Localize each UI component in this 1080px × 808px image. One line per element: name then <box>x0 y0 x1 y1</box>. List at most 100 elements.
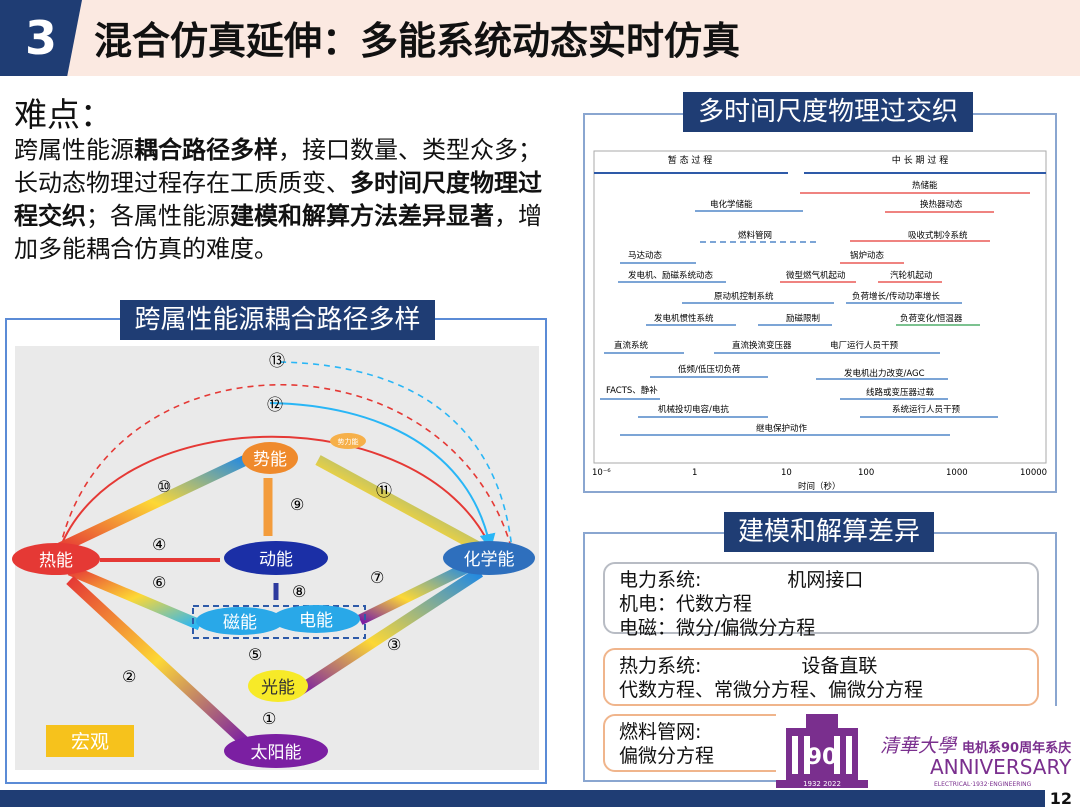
num-4: ④ <box>152 535 166 554</box>
electric-node <box>272 605 360 633</box>
num-12: ⑫ <box>267 395 283 414</box>
page-number: 12 <box>1049 789 1072 808</box>
num-1: ① <box>262 709 276 728</box>
num-7: ⑦ <box>370 568 384 587</box>
svg-text:ELECTRICAL·1932·ENGINEERING: ELECTRICAL·1932·ENGINEERING <box>934 781 1032 788</box>
band-longterm: 中 长 期 过 程 <box>892 154 948 166</box>
time-axis: 10⁻⁶ 1 10 100 1000 10000 时间（秒） <box>592 468 1047 490</box>
svg-text:90: 90 <box>807 745 838 770</box>
timescale-chart: 暂 态 过 程 中 长 期 过 程 热储能 电化学储能 换热器动态 燃料管网 吸… <box>592 150 1047 490</box>
svg-text:发电机、励磁系统动态: 发电机、励磁系统动态 <box>628 270 714 281</box>
svg-text:发电机惯性系统: 发电机惯性系统 <box>654 313 714 324</box>
num-6: ⑥ <box>152 573 166 592</box>
num-13: ⑬ <box>269 351 285 370</box>
chemical-label: 化学能 <box>464 550 515 570</box>
header-bar: 3 混合仿真延伸：多能系统动态实时仿真 <box>0 0 1080 76</box>
light-label: 光能 <box>261 678 295 698</box>
card-power-line2: 机电：代数方程 <box>619 593 753 615</box>
arc-12-blue <box>269 402 496 550</box>
card-thermal-line2: 代数方程、常微分方程、偏微分方程 <box>619 679 924 701</box>
card-fuel-line2: 偏微分方程 <box>619 745 715 767</box>
heat-label: 热能 <box>39 551 73 571</box>
link-6 <box>67 564 203 631</box>
num-11: ⑪ <box>376 481 392 500</box>
coupling-diagram: 热能 势能 势力能 动能 化学能 磁能 电能 光能 太阳能 宏观 ① ② ③ ④… <box>12 351 535 768</box>
svg-text:原动机控制系统: 原动机控制系统 <box>714 291 774 302</box>
link-10 <box>57 453 253 553</box>
svg-text:直流系统: 直流系统 <box>614 340 649 351</box>
num-10: ⑩ <box>157 477 171 496</box>
magnetic-label: 磁能 <box>223 613 257 633</box>
svg-text:发电机出力改变/AGC: 发电机出力改变/AGC <box>844 368 925 379</box>
small-label: 势力能 <box>338 437 359 446</box>
arc-13-blue <box>279 361 513 551</box>
svg-text:FACTS、静补: FACTS、静补 <box>606 385 658 396</box>
anniversary-logo: 90 1932 2022 清華大學 电机系90周年系庆 ANNIVERSARY … <box>776 706 1080 790</box>
heat-node <box>12 543 100 575</box>
svg-text:1932 2022: 1932 2022 <box>803 780 841 788</box>
svg-text:低频/低压切负荷: 低频/低压切负荷 <box>678 364 741 375</box>
svg-text:10000: 10000 <box>1020 468 1047 478</box>
card-fuel-line1: 燃料管网: <box>619 721 702 743</box>
kinetic-node <box>224 541 328 575</box>
num-2: ② <box>122 667 136 686</box>
timescale-panel-title: 多时间尺度物理过交织 <box>683 92 973 132</box>
svg-text:电机系90周年系庆: 电机系90周年系庆 <box>962 740 1071 756</box>
svg-text:1000: 1000 <box>946 468 968 478</box>
process-rows: 热储能 电化学储能 换热器动态 燃料管网 吸收式制冷系统 马达动态 锅炉动态 发… <box>600 180 1030 436</box>
card-power-line3: 电磁：微分/偏微分方程 <box>619 617 816 639</box>
link-11 <box>315 455 483 553</box>
svg-text:时间（秒）: 时间（秒） <box>798 481 841 490</box>
arc-13 <box>59 384 513 551</box>
footer-bar <box>0 790 1045 807</box>
difficulty-heading: 难点： <box>14 95 113 134</box>
link-3 <box>296 567 484 695</box>
solar-label: 太阳能 <box>251 743 302 763</box>
macro-label: 宏观 <box>71 731 109 753</box>
card-power: 电力系统:机网接口 机电：代数方程 电磁：微分/偏微分方程 <box>603 562 1039 639</box>
svg-text:励磁限制: 励磁限制 <box>786 313 820 324</box>
link-2 <box>66 575 249 747</box>
num-5: ⑤ <box>248 645 262 664</box>
solar-node <box>224 734 328 768</box>
difficulty-paragraph: 跨属性能源耦合路径多样，接口数量、类型众多；长动态物理过程存在工质质变、多时间尺… <box>14 136 542 263</box>
thermal-node <box>242 442 298 474</box>
link-7 <box>357 561 473 625</box>
card-power-line1: 电力系统:机网接口 <box>619 569 864 591</box>
svg-text:燃料管网: 燃料管网 <box>738 230 772 241</box>
svg-text:清華大學: 清華大學 <box>880 735 958 757</box>
kinetic-label: 动能 <box>259 550 293 570</box>
svg-text:负荷变化/恒温器: 负荷变化/恒温器 <box>900 313 963 324</box>
card-thermal-line1: 热力系统:设备直联 <box>619 655 878 677</box>
band-transient: 暂 态 过 程 <box>668 154 713 166</box>
modeling-panel-title: 建模和解算差异 <box>724 512 934 552</box>
svg-text:锅炉动态: 锅炉动态 <box>850 250 885 261</box>
svg-text:ANNIVERSARY: ANNIVERSARY <box>930 755 1072 779</box>
macro-box <box>46 725 134 757</box>
coupling-panel-title: 跨属性能源耦合路径多样 <box>120 300 435 340</box>
svg-text:汽轮机起动: 汽轮机起动 <box>890 270 933 281</box>
svg-text:微型燃气机起动: 微型燃气机起动 <box>786 270 846 281</box>
chemical-node <box>443 541 535 575</box>
slide-title: 混合仿真延伸：多能系统动态实时仿真 <box>94 19 741 63</box>
svg-text:1: 1 <box>692 468 697 478</box>
svg-text:热储能: 热储能 <box>912 180 938 191</box>
svg-text:线路或变压器过载: 线路或变压器过载 <box>866 387 935 398</box>
num-9: ⑨ <box>290 495 304 514</box>
num-8: ⑧ <box>292 582 306 601</box>
svg-text:系统运行人员干预: 系统运行人员干预 <box>892 404 961 415</box>
svg-text:直流换流变压器: 直流换流变压器 <box>732 340 792 351</box>
svg-text:换热器动态: 换热器动态 <box>920 199 963 210</box>
svg-text:10⁻⁶: 10⁻⁶ <box>592 468 611 478</box>
svg-text:继电保护动作: 继电保护动作 <box>756 423 808 434</box>
section-number: 3 <box>0 0 82 76</box>
magnetic-electric-group <box>192 605 366 639</box>
svg-text:电化学储能: 电化学储能 <box>710 199 753 210</box>
svg-text:负荷增长/传动功率增长: 负荷增长/传动功率增长 <box>852 291 940 302</box>
svg-text:马达动态: 马达动态 <box>628 250 663 261</box>
arc-12 <box>48 435 491 563</box>
card-thermal: 热力系统:设备直联 代数方程、常微分方程、偏微分方程 <box>603 648 1039 706</box>
svg-text:10: 10 <box>781 468 792 478</box>
light-node <box>248 670 308 702</box>
svg-text:电厂运行人员干预: 电厂运行人员干预 <box>830 340 899 351</box>
